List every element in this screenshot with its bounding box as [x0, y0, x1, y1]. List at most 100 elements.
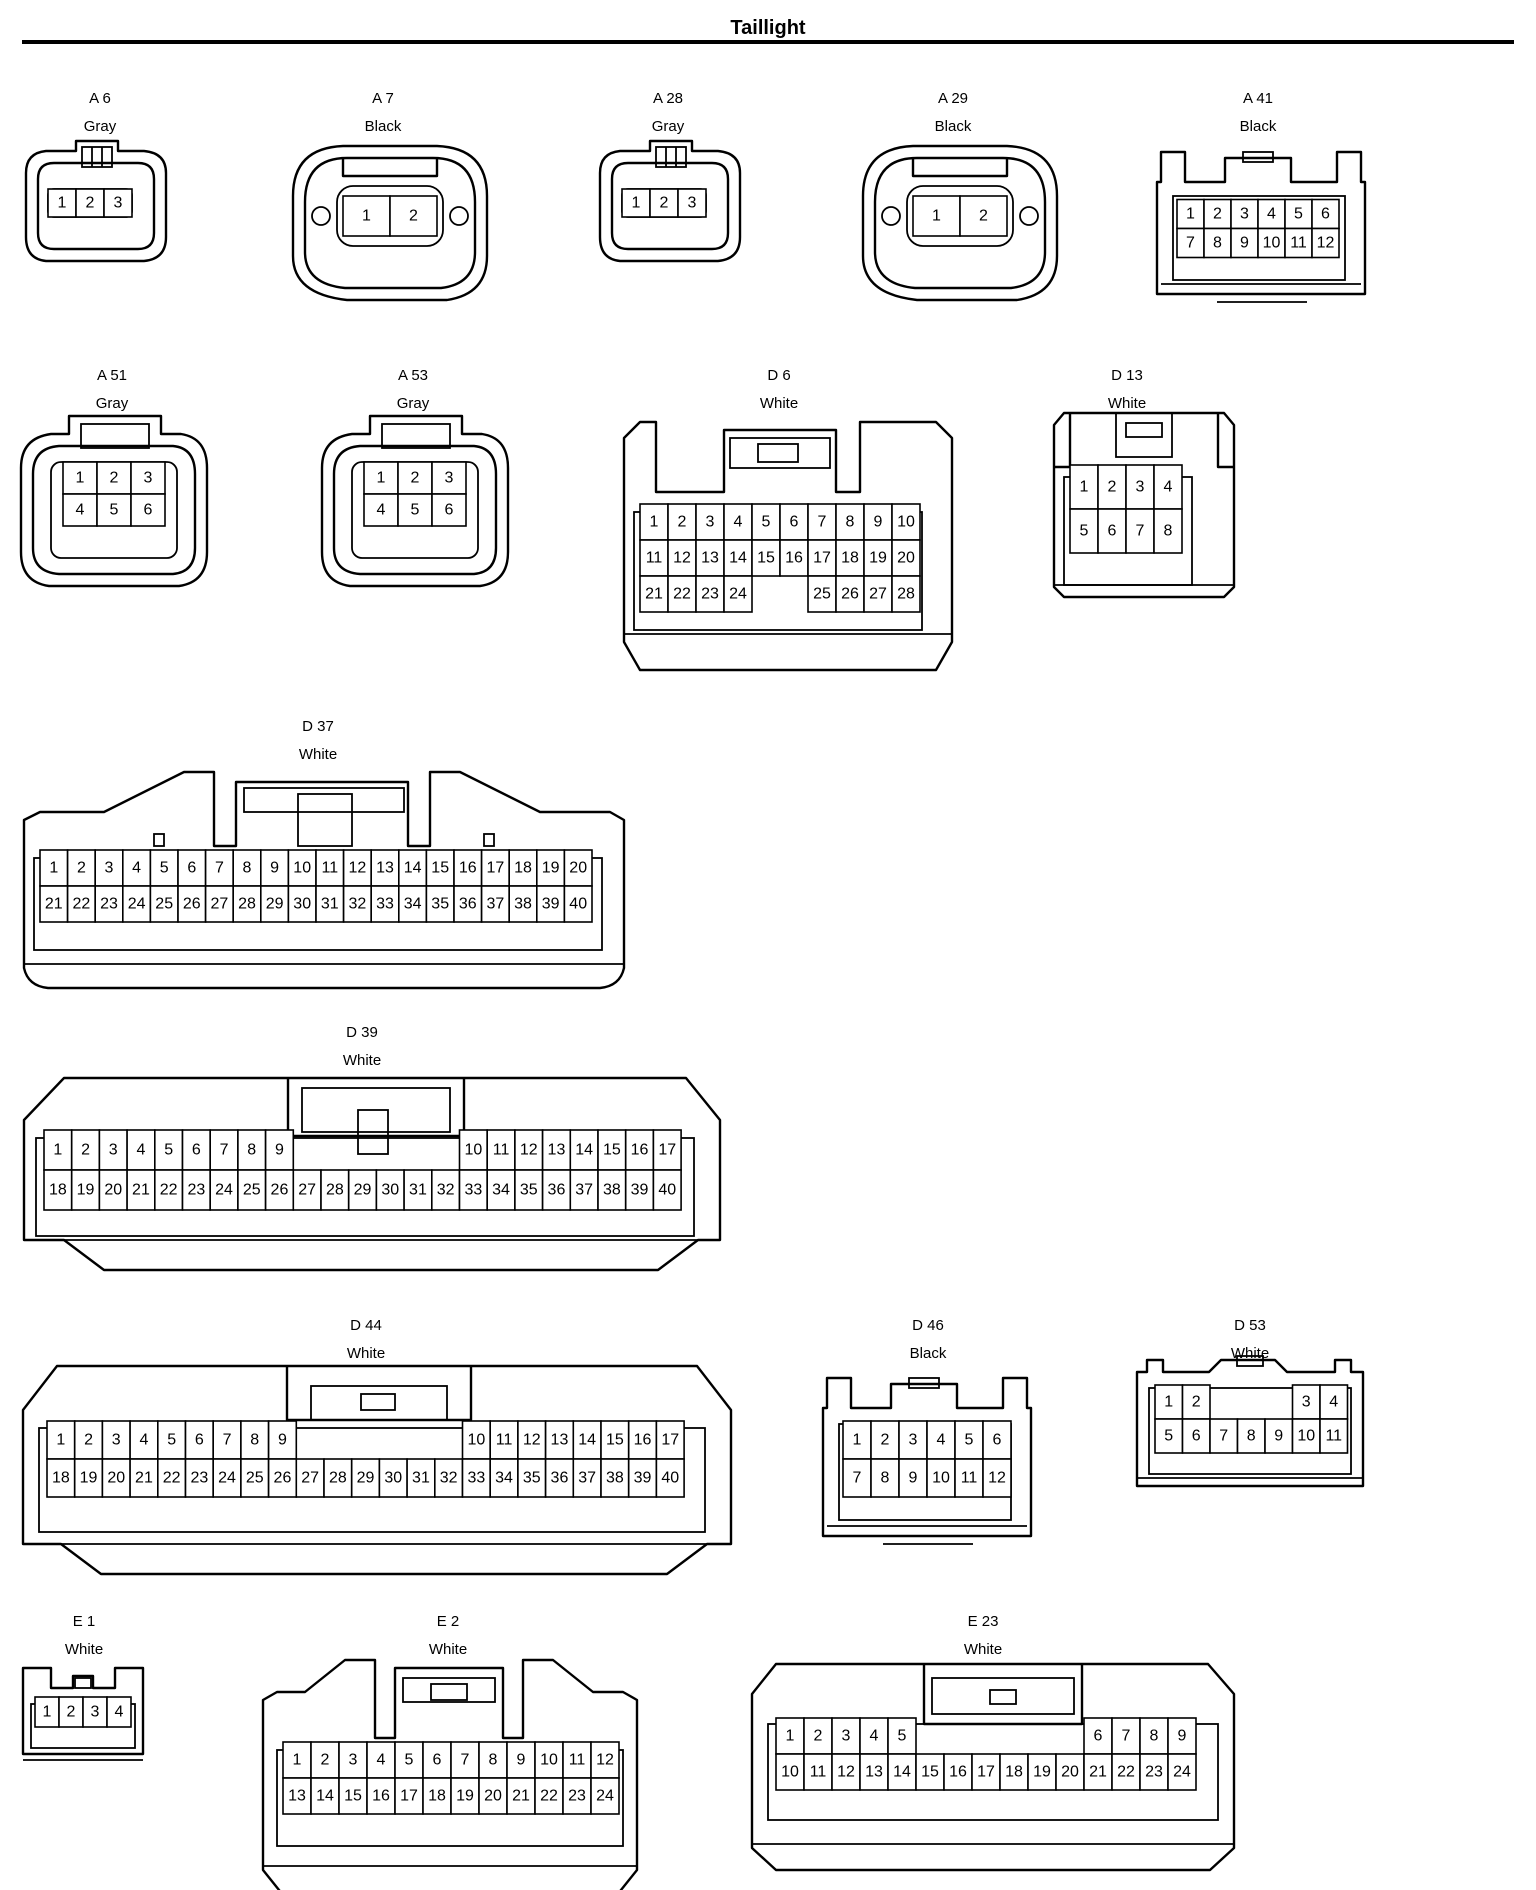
pin-label: 40: [569, 896, 587, 913]
pin-label: 17: [487, 860, 505, 877]
pin-cell: [486, 1169, 516, 1211]
pin-cell: [378, 1458, 408, 1498]
pin-label: 10: [540, 1752, 558, 1769]
pin-cell: [315, 885, 345, 923]
pin-label: 8: [250, 1432, 259, 1449]
pin-label: 25: [155, 896, 173, 913]
pin-cell: [237, 1169, 267, 1211]
page-title: Taillight: [730, 17, 806, 39]
pin-label: 28: [326, 1182, 344, 1199]
pin-label: 13: [288, 1788, 306, 1805]
pin-cell: [835, 575, 865, 613]
pin-label: 34: [495, 1470, 513, 1487]
pin-label: 3: [688, 195, 697, 212]
pin-label: 14: [893, 1764, 911, 1781]
connector-d39-id: D 39: [346, 1024, 378, 1041]
pin-label: 7: [1136, 523, 1145, 540]
pin-label: 27: [869, 586, 887, 603]
pin-cell: [954, 1420, 984, 1460]
pin-cell: [891, 539, 921, 577]
pin-cell: [534, 1777, 564, 1815]
pin-label: 1: [932, 208, 941, 225]
pin-cell: [517, 1458, 547, 1498]
pin-label: 11: [493, 1142, 510, 1159]
connector-d6-id: D 6: [767, 367, 790, 384]
pin-cell: [370, 849, 400, 887]
pin-cell: [458, 1169, 489, 1211]
pin-cell: [514, 1169, 544, 1211]
pin-cell: [342, 195, 391, 237]
pin-label: 37: [578, 1470, 596, 1487]
pin-label: 19: [1033, 1764, 1051, 1781]
pin-label: 23: [701, 586, 719, 603]
pin-label: 3: [1136, 479, 1145, 496]
pin-label: 5: [1294, 206, 1303, 223]
pin-label: 11: [810, 1764, 827, 1781]
pin-label: 19: [869, 550, 887, 567]
pin-cell: [96, 493, 132, 527]
pin-label: 7: [461, 1752, 470, 1769]
pin-label: 39: [631, 1182, 649, 1199]
pin-label: 3: [909, 1432, 918, 1449]
pin-label: 12: [596, 1752, 614, 1769]
pin-label: 1: [1164, 1394, 1173, 1411]
pin-cell: [572, 1420, 602, 1460]
pin-label: 19: [542, 860, 560, 877]
pin-label: 32: [349, 896, 367, 913]
pin-label: 12: [349, 860, 367, 877]
pin-cell: [562, 1777, 592, 1815]
pin-label: 24: [1173, 1764, 1191, 1781]
pin-label: 23: [187, 1182, 205, 1199]
pin-label: 10: [464, 1142, 482, 1159]
pin-label: 36: [548, 1182, 566, 1199]
pin-cell: [835, 503, 865, 541]
pin-label: 11: [321, 860, 338, 877]
pin-cell: [433, 1458, 464, 1498]
connector-a51-housing: [19, 414, 209, 588]
connector-a51-color: Gray: [96, 395, 129, 412]
pin-label: 25: [813, 586, 831, 603]
pin-cell: [287, 885, 317, 923]
pin-label: 18: [1005, 1764, 1023, 1781]
pin-label: 8: [846, 514, 855, 531]
connector-a6-color: Gray: [84, 118, 117, 135]
connector-d6-housing: [622, 420, 954, 672]
pin-cell: [73, 1458, 104, 1498]
pin-label: 1: [76, 470, 85, 487]
pin-label: 12: [837, 1764, 855, 1781]
pin-label: 18: [428, 1788, 446, 1805]
connector-a41-housing: [1155, 150, 1367, 303]
pin-cell: [982, 1458, 1012, 1498]
pin-cell: [154, 1129, 184, 1171]
pin-label: 24: [729, 586, 747, 603]
pin-cell: [259, 849, 290, 887]
pin-label: 1: [58, 195, 67, 212]
pin-label: 3: [112, 1432, 121, 1449]
connector-d44-housing: [21, 1364, 733, 1576]
pin-label: 1: [1080, 479, 1089, 496]
pin-label: 26: [271, 1182, 289, 1199]
pin-label: 22: [1117, 1764, 1135, 1781]
pin-cell: [101, 1458, 131, 1498]
pin-cell: [1097, 464, 1127, 510]
pin-label: 10: [1263, 235, 1281, 252]
pin-label: 21: [512, 1788, 530, 1805]
pin-cell: [535, 885, 566, 923]
pin-cell: [126, 1169, 156, 1211]
pin-label: 6: [1094, 1728, 1103, 1745]
pin-label: 39: [634, 1470, 652, 1487]
pin-label: 20: [897, 550, 915, 567]
pin-cell: [652, 1169, 682, 1211]
pin-label: 15: [603, 1142, 621, 1159]
pin-cell: [600, 1458, 630, 1498]
pin-label: 29: [266, 896, 284, 913]
pin-label: 2: [411, 470, 420, 487]
pin-cell: [342, 885, 373, 923]
pin-label: 9: [275, 1142, 284, 1159]
pin-label: 19: [456, 1788, 474, 1805]
pin-label: 6: [1321, 206, 1330, 223]
